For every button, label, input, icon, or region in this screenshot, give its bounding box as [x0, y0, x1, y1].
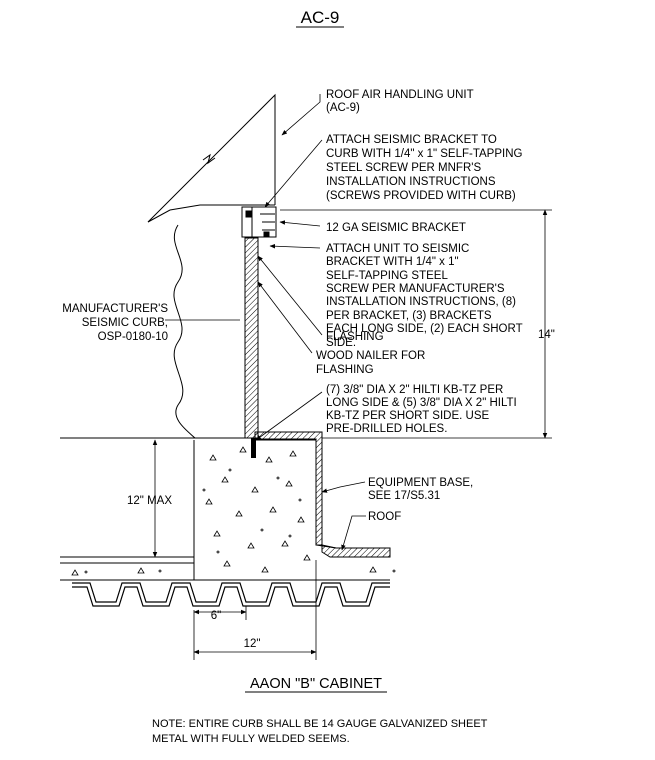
concrete-base	[193, 439, 337, 580]
callout-anchors-line: (7) 3/8" DIA X 2" HILTI KB-TZ PER	[326, 384, 503, 396]
callout-curb-line: MANUFACTURER'S	[62, 303, 168, 315]
callout-bracket-attach-line: CURB WITH 1/4" x 1" SELF-TAPPING	[326, 148, 523, 160]
leader-anchors	[255, 391, 323, 441]
callout-unit-attach-line: PER BRACKET, (3) BRACKETS	[326, 310, 492, 322]
dim-label-14in: 14"	[538, 329, 555, 341]
callout-curb-line: OSP-0180-10	[98, 331, 168, 343]
dimension-deck-spacing	[193, 560, 317, 660]
callout-unit-attach-line: EACH LONG SIDE, (2) EACH SHORT	[326, 323, 523, 335]
leader-unit-attach	[269, 243, 321, 249]
callout-unit-line: (AC-9)	[326, 102, 360, 114]
seismic-curb	[244, 237, 259, 439]
callout-bracket-attach: ATTACH SEISMIC BRACKET TO CURB WITH 1/4"…	[326, 134, 523, 202]
callout-wood-nailer-line: FLASHING	[316, 364, 374, 376]
callout-curb: MANUFACTURER'S SEISMIC CURB, OSP-0180-10	[62, 303, 168, 343]
seismic-bracket	[241, 206, 277, 238]
leader-bracket-attach	[264, 139, 323, 208]
callout-equipment-base-line: EQUIPMENT BASE,	[368, 477, 473, 489]
callout-unit-attach-line: ATTACH UNIT TO SEISMIC	[326, 243, 469, 255]
leader-roof	[341, 515, 366, 551]
dim-label-6in: 6"	[211, 610, 221, 622]
note-line-1: NOTE: ENTIRE CURB SHALL BE 14 GAUGE GALV…	[152, 718, 488, 730]
callout-flashing: FLASHING	[326, 331, 384, 343]
callout-bracket-attach-line: STEEL SCREW PER MNFR'S	[326, 162, 481, 174]
callout-unit-line: ROOF AIR HANDLING UNIT	[326, 89, 474, 101]
callout-wood-nailer: WOOD NAILER FOR FLASHING	[316, 350, 425, 376]
concrete-aggregate	[71, 446, 396, 576]
callout-wood-nailer-line: WOOD NAILER FOR	[316, 350, 425, 362]
callout-anchors-line: PRE-DRILLED HOLES.	[326, 423, 447, 435]
callout-bracket-attach-line: INSTALLATION INSTRUCTIONS	[326, 176, 496, 188]
callout-unit-attach-line: SIDE.	[326, 337, 356, 349]
drawing-subtitle: AAON "B" CABINET	[250, 676, 382, 692]
air-handling-unit	[147, 93, 276, 223]
callout-unit-attach-line: SELF-TAPPING STEEL	[326, 270, 448, 282]
callout-unit-attach-line: INSTALLATION INSTRUCTIONS, (8)	[326, 296, 516, 308]
dim-label-12in-max: 12" MAX	[127, 495, 172, 507]
leader-unit	[281, 94, 321, 136]
callout-unit-attach-line: SCREW PER MANUFACTURER'S	[326, 283, 505, 295]
callout-anchors: (7) 3/8" DIA X 2" HILTI KB-TZ PER LONG S…	[326, 384, 517, 435]
callout-unit-attach-line: BRACKET WITH 1/4" x 1"	[326, 256, 459, 268]
metal-deck-inner	[72, 586, 390, 607]
anchor-bolt	[251, 438, 256, 458]
callout-roof: ROOF	[368, 511, 401, 523]
callout-unit-attach: ATTACH UNIT TO SEISMIC BRACKET WITH 1/4"…	[326, 243, 523, 349]
callout-unit: ROOF AIR HANDLING UNIT (AC-9)	[326, 89, 474, 114]
callout-bracket-attach-line: ATTACH SEISMIC BRACKET TO	[326, 134, 497, 146]
equipment-base-flange	[254, 431, 323, 546]
callout-bracket-attach-line: (SCREWS PROVIDED WITH CURB)	[326, 190, 516, 202]
drawing-title: AC-9	[301, 8, 340, 27]
dimension-curb-height	[280, 209, 552, 439]
leader-seismic-bracket	[279, 220, 321, 227]
callout-anchors-line: LONG SIDE & (5) 3/8" DIA X 2" HILTI	[326, 397, 517, 409]
callout-equipment-base-line: SEE 17/S5.31	[368, 490, 440, 502]
metal-deck	[72, 582, 390, 603]
callout-curb-line: SEISMIC CURB,	[82, 317, 168, 329]
callout-anchors-line: KB-TZ PER SHORT SIDE. USE	[326, 410, 489, 422]
leader-wood-nailer	[257, 281, 313, 354]
dim-label-12in: 12"	[244, 638, 261, 650]
note-line-2: METAL WITH FULLY WELDED SEEMS.	[152, 733, 350, 745]
leader-flashing	[257, 255, 323, 336]
break-line	[173, 224, 196, 439]
leader-equipment-base	[321, 481, 366, 493]
roof-membrane	[321, 544, 391, 558]
callout-equipment-base: EQUIPMENT BASE, SEE 17/S5.31	[368, 477, 473, 502]
callout-seismic-bracket: 12 GA SEISMIC BRACKET	[326, 222, 466, 234]
